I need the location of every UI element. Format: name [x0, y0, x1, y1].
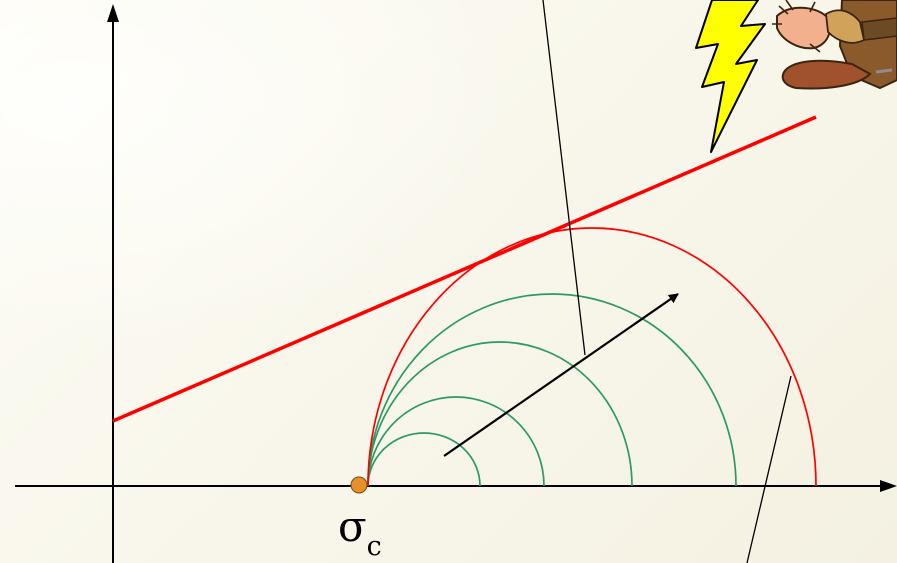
sigma-symbol: σ: [338, 502, 367, 551]
mohr-circle: [367, 293, 737, 487]
sigma-subscript: c: [367, 531, 382, 562]
mohr-circles: [367, 293, 737, 487]
sigma-c-label: σc: [338, 502, 382, 562]
mohr-circle: [367, 396, 545, 487]
sigma-c-point: [350, 476, 368, 494]
vertical-axis-arrowhead-icon: [107, 4, 119, 22]
lightning-bolt-icon: [695, 0, 766, 153]
increasing-stress-arrow-icon: [443, 293, 679, 457]
mohr-circle: [367, 432, 481, 487]
failure-circle: [367, 227, 817, 487]
cartoon-figure-icon: [772, 0, 897, 90]
pointer-line-upper: [542, 0, 586, 356]
horizontal-axis-arrowhead-icon: [880, 480, 897, 492]
pointer-line-lower: [746, 375, 792, 563]
failure-envelope-line: [112, 115, 817, 423]
mohr-circle: [367, 341, 633, 487]
